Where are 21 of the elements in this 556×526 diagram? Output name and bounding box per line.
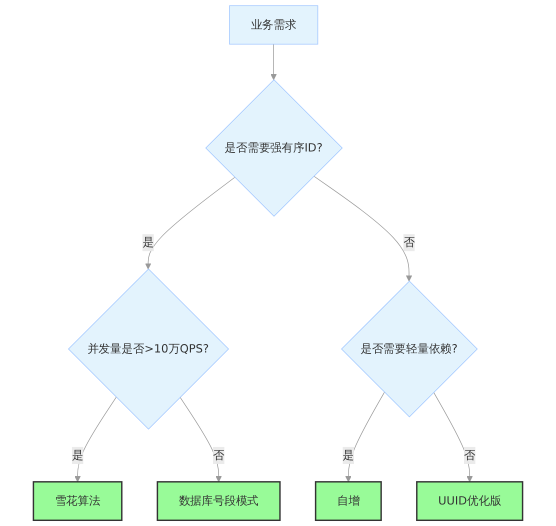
- arrow: [74, 396, 117, 482]
- node-box: 雪花算法: [32, 481, 122, 522]
- node-box: 自增: [314, 481, 382, 522]
- edge-label: 是: [342, 448, 354, 462]
- edge-label: 是: [142, 236, 154, 250]
- arrow: [433, 392, 473, 482]
- arrow: [313, 176, 412, 282]
- arrow: [270, 44, 277, 80]
- node-diamond: 是否需要强有序ID?: [205, 79, 343, 217]
- edge-label: 否: [212, 448, 224, 462]
- arrow: [145, 177, 236, 270]
- node-box: 业务需求: [229, 5, 318, 45]
- edge-label: 否: [403, 236, 415, 250]
- node-box: 数据库号段模式: [156, 481, 281, 522]
- node-box: UUID优化版: [416, 481, 524, 522]
- node-diamond: 并发量是否>10万QPS?: [68, 268, 230, 430]
- arrow: [180, 396, 222, 482]
- node-diamond: 是否需要轻量依赖?: [341, 280, 478, 418]
- arrow: [345, 392, 385, 482]
- edge-label: 否: [464, 448, 476, 462]
- edge-label: 是: [72, 448, 84, 462]
